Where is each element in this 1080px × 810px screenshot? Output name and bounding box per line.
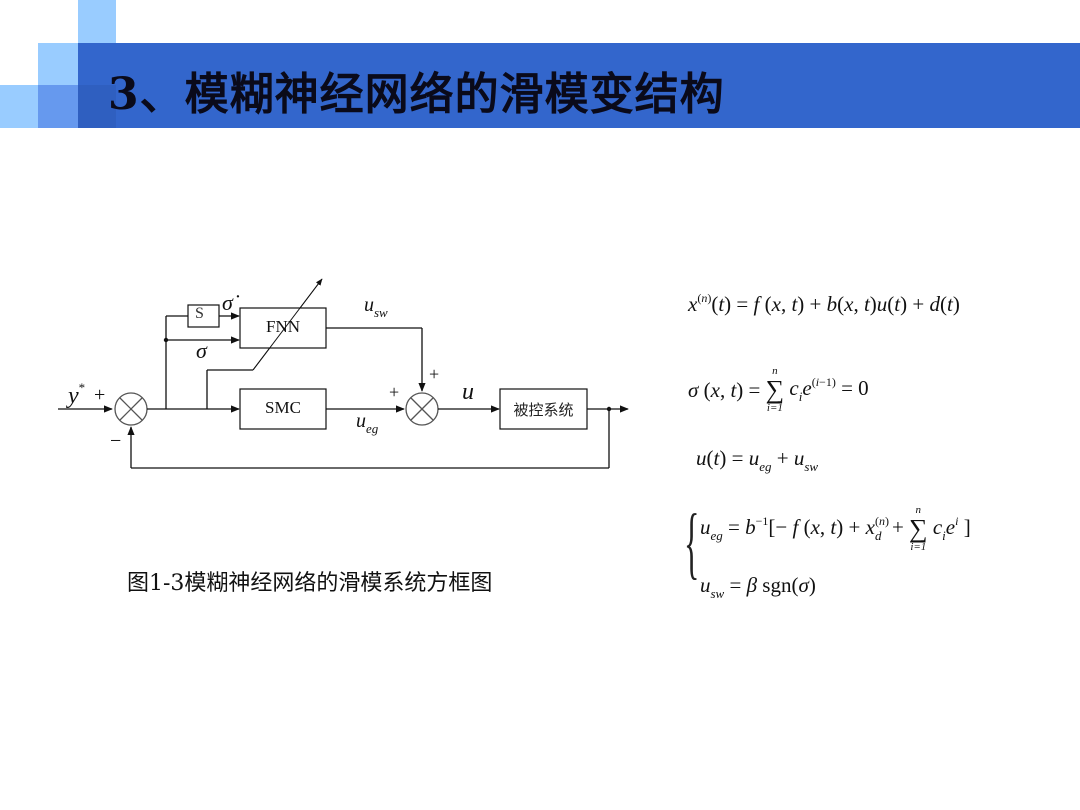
minus-sign-left: − (110, 430, 122, 452)
fnn-block (239, 307, 327, 349)
u-sw-label: usw (364, 294, 388, 320)
equation-control-law: u(t) = ueg + usw (696, 446, 819, 474)
page-title: 3、模糊神经网络的滑模变结构 (108, 69, 725, 120)
equation-u-sw: usw = β sgn(σ) (700, 573, 816, 601)
decor-square (78, 0, 116, 43)
fnn-block-label: FNN (265, 317, 300, 336)
equation-sliding-surface: σ (x, t) = n ∑ i=1 cie(i−1) = 0 (688, 365, 869, 414)
decor-square (38, 85, 78, 128)
decor-square (0, 85, 38, 128)
title-banner (78, 43, 1080, 128)
sigma-label: σ (196, 338, 207, 363)
decor-square (78, 85, 116, 128)
brace-icon: { (684, 499, 700, 587)
s-block (187, 304, 220, 328)
smc-block-label: SMC (265, 398, 301, 417)
s-block-label: S (195, 305, 204, 322)
u-eg-label: ueg (356, 410, 379, 436)
plant-block-label: 被控系统 (513, 401, 574, 419)
plus-sign-top: + (429, 364, 440, 384)
plant-block (499, 388, 588, 430)
plus-sign-right: + (389, 382, 400, 402)
figure-caption: 图1-3模糊神经网络的滑模系统方框图 (127, 571, 493, 596)
input-label: y* (68, 380, 86, 409)
sigma-dot-label: σ̇ (222, 290, 233, 315)
equation-system-dynamics: x(n)(t) = f (x, t) + b(x, t)u(t) + d(t) (688, 291, 960, 316)
smc-block (239, 388, 327, 430)
decor-square (38, 43, 78, 85)
output-u-label: u (462, 379, 474, 405)
equation-u-eg: ueg = b−1[− f (x, t) + x(n)d + n ∑ i=1 c… (700, 504, 971, 553)
plus-sign-left: + (94, 384, 106, 406)
